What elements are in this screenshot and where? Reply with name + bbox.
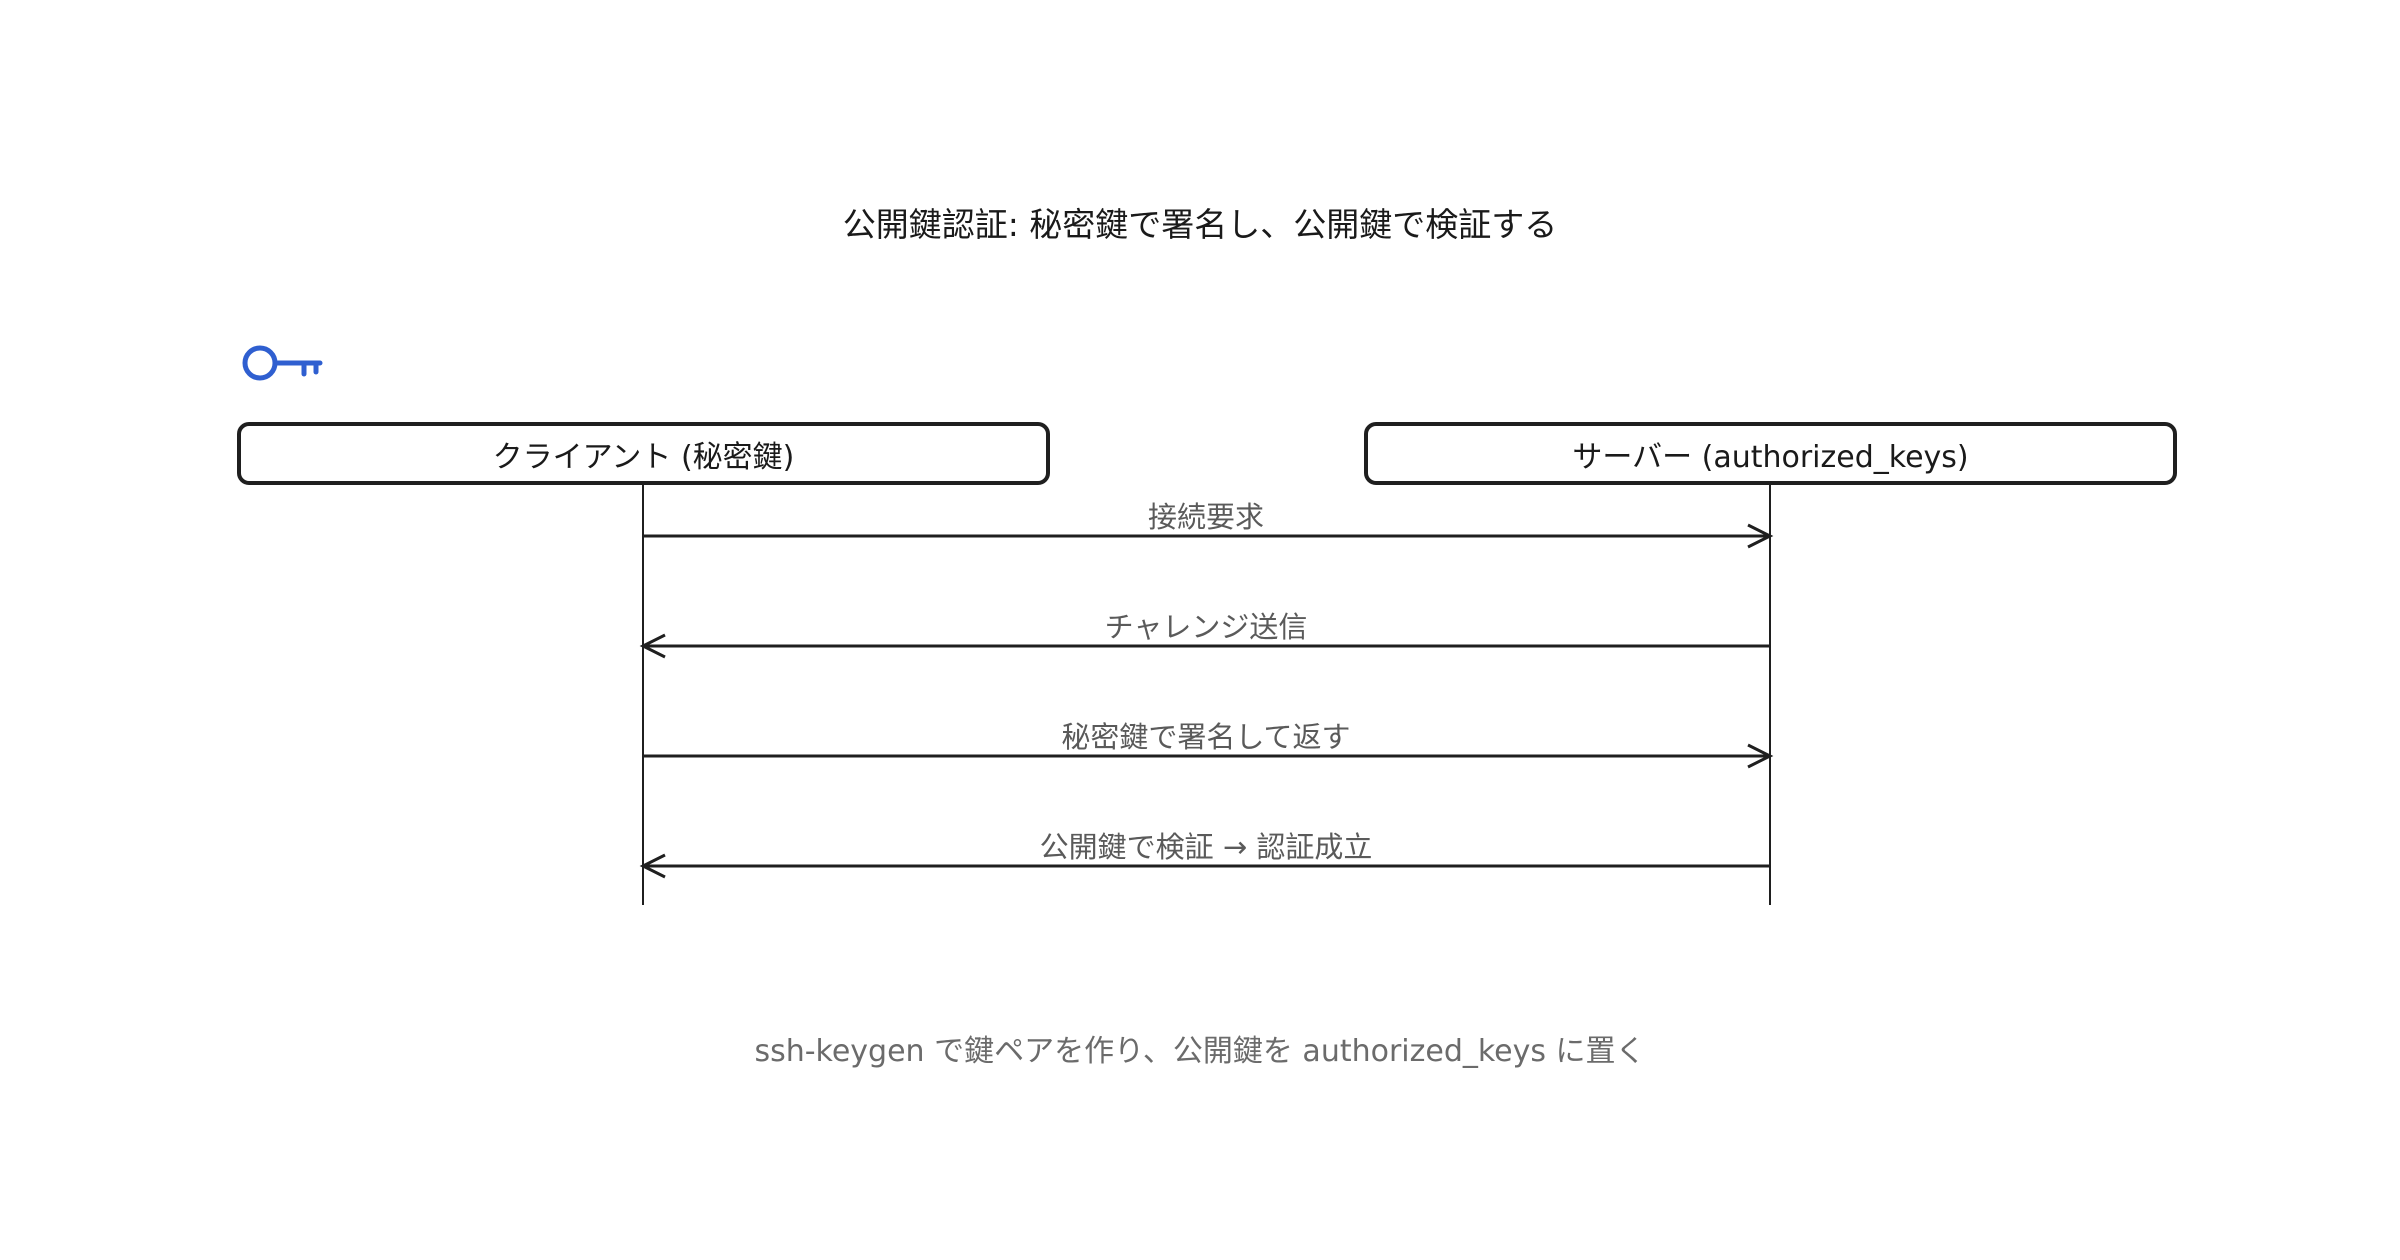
message-arrow-challenge: [639, 633, 1770, 659]
participant-client: クライアント (秘密鍵): [237, 422, 1050, 485]
message-label-connect-request: 接続要求: [856, 494, 1556, 536]
message-label-verify: 公開鍵で検証 → 認証成立: [856, 824, 1556, 866]
message-arrow-verify: [639, 853, 1770, 879]
diagram-title: 公開鍵認証: 秘密鍵で署名し、公開鍵で検証する: [842, 205, 1558, 244]
key-icon: [242, 345, 323, 381]
message-label-challenge: チャレンジ送信: [856, 604, 1556, 646]
participant-server: サーバー (authorized_keys): [1364, 422, 2177, 485]
message-arrow-connect-request: [643, 523, 1774, 549]
message-label-sign-response: 秘密鍵で署名して返す: [856, 714, 1556, 756]
message-arrow-sign-response: [643, 743, 1774, 769]
footer-note: ssh-keygen で鍵ペアを作り、公開鍵を authorized_keys …: [754, 1034, 1646, 1069]
